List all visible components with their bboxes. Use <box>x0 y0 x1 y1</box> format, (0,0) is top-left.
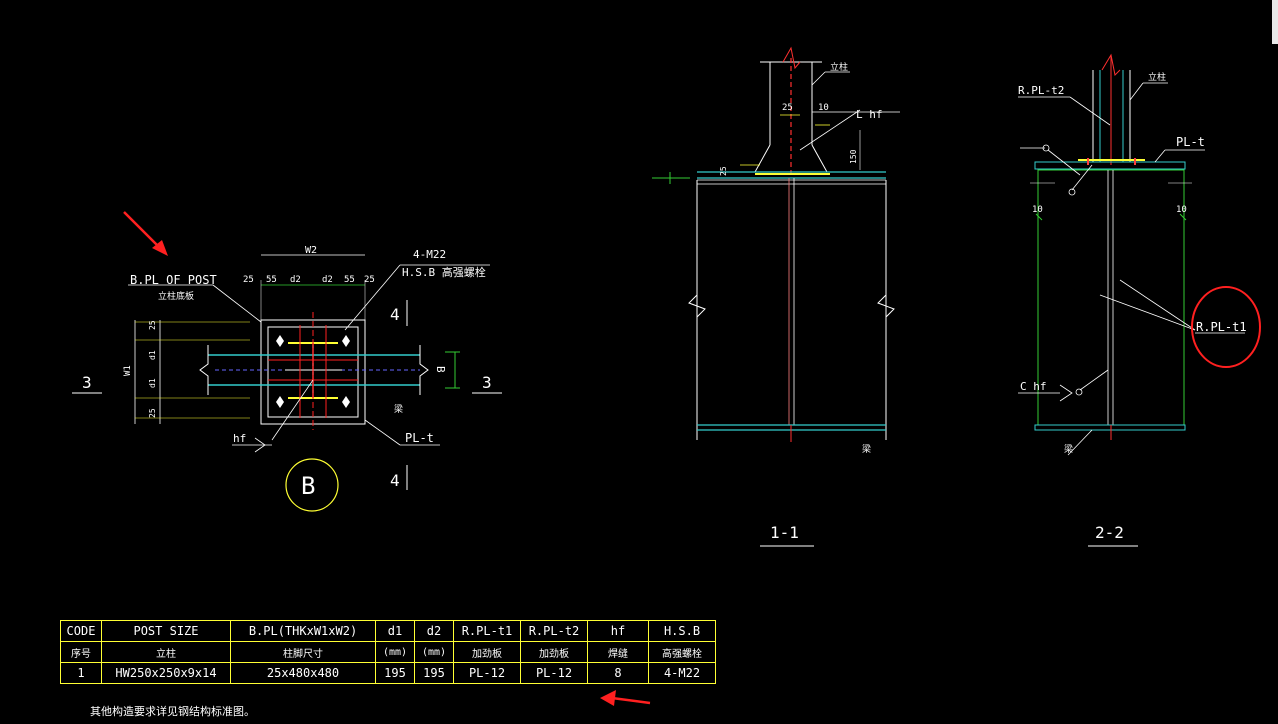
table-row: 1 HW250x250x9x14 25x480x480 195 195 PL-1… <box>60 662 716 684</box>
dim-v25b: 25 <box>148 408 157 418</box>
table-cell: d1 <box>375 620 415 642</box>
table-cell: PL-12 <box>520 662 588 684</box>
table-cell: CODE <box>60 620 102 642</box>
table-cell: 高强螺栓 <box>648 641 716 663</box>
b-dim-label: B <box>434 366 447 373</box>
table-cell: B.PL(THKxW1xW2) <box>230 620 376 642</box>
table-cell: 序号 <box>60 641 102 663</box>
s11-l-hf: L hf <box>856 108 883 121</box>
s22-pl-t: PL-t <box>1176 135 1205 149</box>
table-cell: HW250x250x9x14 <box>101 662 231 684</box>
window-edge-panel <box>1272 0 1278 44</box>
s11-dim-25: 25 <box>782 103 793 113</box>
s11-dim-25v: 25 <box>719 166 728 176</box>
table-cell: 加劲板 <box>453 641 521 663</box>
dim-d2a: d2 <box>290 275 301 285</box>
s22-rpl-t2: R.PL-t2 <box>1018 84 1064 97</box>
table-cell: 立柱 <box>101 641 231 663</box>
pl-t-label: PL-t <box>405 431 434 445</box>
table-header-row-cn: 序号 立柱 柱脚尺寸 (mm) (mm) 加劲板 加劲板 焊缝 高强螺栓 <box>60 641 716 663</box>
table-cell: 焊缝 <box>587 641 649 663</box>
dim-v-d1a: d1 <box>148 350 157 360</box>
bolts-label: 4-M22 <box>413 248 446 261</box>
bpl-post-label: B.PL OF POST <box>130 273 217 287</box>
table-cell: 195 <box>414 662 454 684</box>
section-4-top: 4 <box>390 305 400 324</box>
table-cell: d2 <box>414 620 454 642</box>
s22-dim-10b: 10 <box>1176 205 1187 215</box>
section-2-2 <box>1018 53 1245 547</box>
red-arrow-icon-2 <box>600 690 651 706</box>
dim-v25a: 25 <box>148 320 157 330</box>
table-cell: 柱脚尺寸 <box>230 641 376 663</box>
table-cell: (mm) <box>414 641 454 663</box>
table-cell: 195 <box>375 662 415 684</box>
s22-post-cn: 立柱 <box>1148 71 1166 83</box>
dim-55a: 55 <box>266 275 277 285</box>
s22-dim-10a: 10 <box>1032 205 1043 215</box>
detail-b-label: B <box>301 472 315 500</box>
dim-v-d1b: d1 <box>148 378 157 388</box>
hf-label: hf <box>233 432 246 445</box>
dim-55b: 55 <box>344 275 355 285</box>
w1-label: W1 <box>123 365 133 376</box>
s11-post-cn: 立柱 <box>830 61 848 73</box>
drawing-note: 其他构造要求详见钢结构标准图。 <box>90 705 255 718</box>
section-3-right: 3 <box>482 373 492 392</box>
table-cell: 1 <box>60 662 102 684</box>
s22-beam-cn: 梁 <box>1064 443 1073 455</box>
table-cell: 4-M22 <box>648 662 716 684</box>
annotation-circle <box>1191 286 1261 368</box>
section-3-left: 3 <box>82 373 92 392</box>
table-header-row-en: CODE POST SIZE B.PL(THKxW1xW2) d1 d2 R.P… <box>60 620 716 642</box>
detail-b-circle <box>285 458 339 512</box>
schedule-table: CODE POST SIZE B.PL(THKxW1xW2) d1 d2 R.P… <box>60 620 716 684</box>
s11-dim-10: 10 <box>818 103 829 113</box>
section-4-bottom: 4 <box>390 471 400 490</box>
hsb-label: H.S.B 高强螺栓 <box>402 265 486 279</box>
table-cell: H.S.B <box>648 620 716 642</box>
dim-25a: 25 <box>243 275 254 285</box>
bolt-icon <box>276 335 350 408</box>
s22-c-hf: C hf <box>1020 380 1047 393</box>
table-cell: POST SIZE <box>101 620 231 642</box>
table-cell: 加劲板 <box>520 641 588 663</box>
w2-label: W2 <box>305 245 317 256</box>
s22-title: 2-2 <box>1095 523 1124 542</box>
dim-d2b: d2 <box>322 275 333 285</box>
table-cell: PL-12 <box>453 662 521 684</box>
table-cell: hf <box>587 620 649 642</box>
table-cell: 8 <box>587 662 649 684</box>
beam-cn-label: 梁 <box>394 403 403 415</box>
s22-rpl-t1: R.PL-t1 <box>1196 320 1247 334</box>
dim-25b: 25 <box>364 275 375 285</box>
s11-dim-150: 150 <box>849 149 858 164</box>
table-cell: R.PL-t2 <box>520 620 588 642</box>
s11-beam-cn: 梁 <box>862 443 871 455</box>
red-arrow-icon <box>123 211 168 256</box>
bpl-post-cn-label: 立柱底板 <box>158 290 194 302</box>
table-cell: R.PL-t1 <box>453 620 521 642</box>
plan-detail-b <box>72 254 502 512</box>
section-1-1 <box>652 46 900 547</box>
table-cell: (mm) <box>375 641 415 663</box>
table-cell: 25x480x480 <box>230 662 376 684</box>
s11-title: 1-1 <box>770 523 799 542</box>
